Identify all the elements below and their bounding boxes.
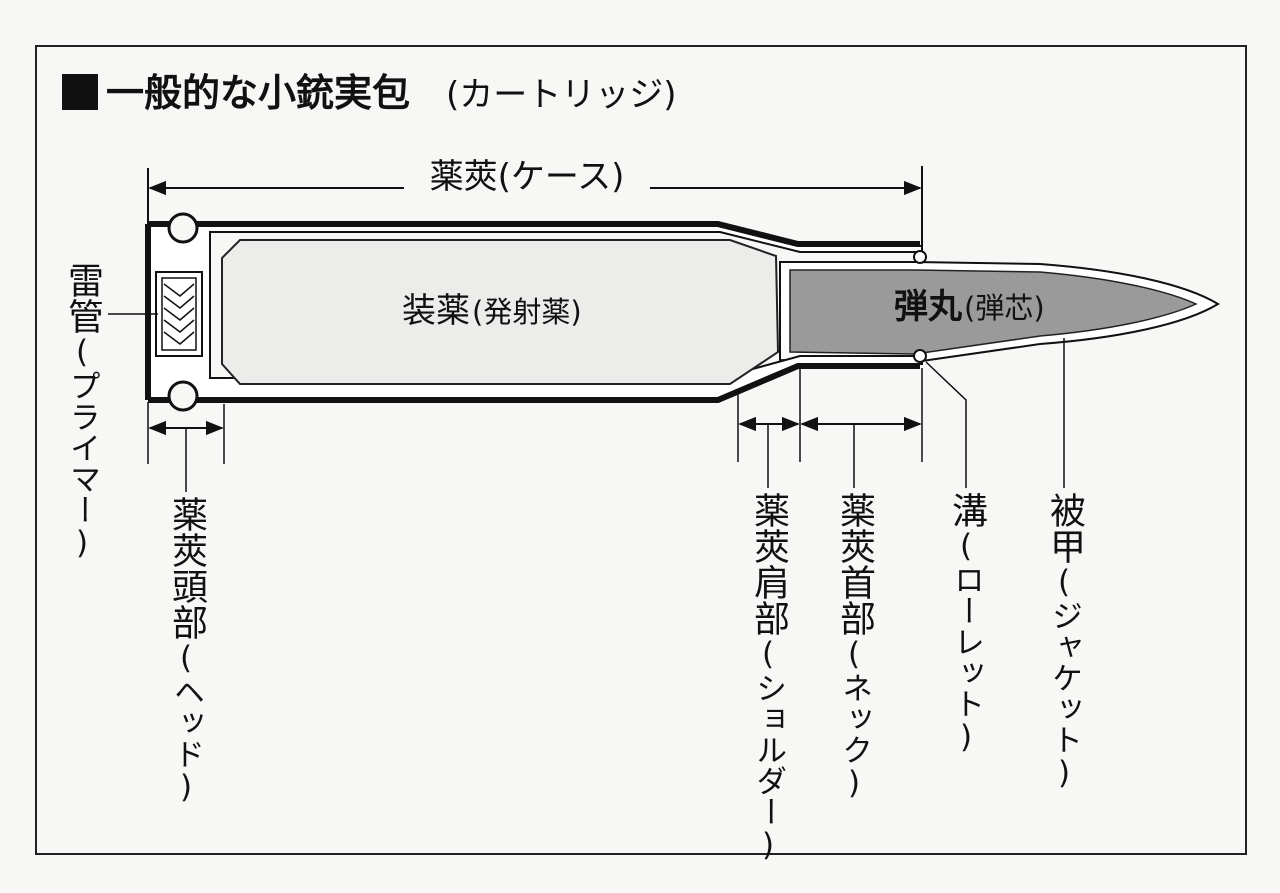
case-label: 薬莢(ケース) bbox=[430, 157, 625, 197]
extractor-groove-bottom bbox=[167, 380, 199, 412]
cannelure-notch-top bbox=[913, 250, 927, 264]
title-square-icon bbox=[62, 74, 98, 110]
neck-label: 薬莢首部(ネック) bbox=[834, 492, 875, 801]
head-label: 薬莢頭部(ヘッド) bbox=[166, 496, 207, 805]
diagram-frame bbox=[35, 45, 1247, 855]
bullet-label: 弾丸 bbox=[894, 287, 962, 327]
powder-sub: (発射薬) bbox=[472, 295, 582, 329]
cannelure-leader bbox=[925, 361, 967, 488]
primer-icon bbox=[155, 271, 203, 357]
jacket-label: 被甲(ジャケット) bbox=[1044, 492, 1085, 791]
powder-chamber bbox=[221, 239, 780, 385]
diagram-title: 一般的な小銃実包 bbox=[106, 71, 410, 115]
cannelure-notch-bottom bbox=[913, 349, 927, 363]
powder-label: 装薬 bbox=[402, 291, 470, 331]
bullet-sub: (弾芯) bbox=[964, 291, 1045, 325]
bullet-core bbox=[789, 269, 1198, 355]
extractor-groove-top bbox=[167, 212, 199, 244]
primer-label: 雷管(プライマー) bbox=[62, 262, 103, 561]
diagram-title-sub: (カートリッジ) bbox=[446, 75, 677, 115]
cannelure-label: 溝(ローレット) bbox=[946, 492, 987, 755]
shoulder-label: 薬莢肩部(ショルダー) bbox=[748, 492, 789, 863]
